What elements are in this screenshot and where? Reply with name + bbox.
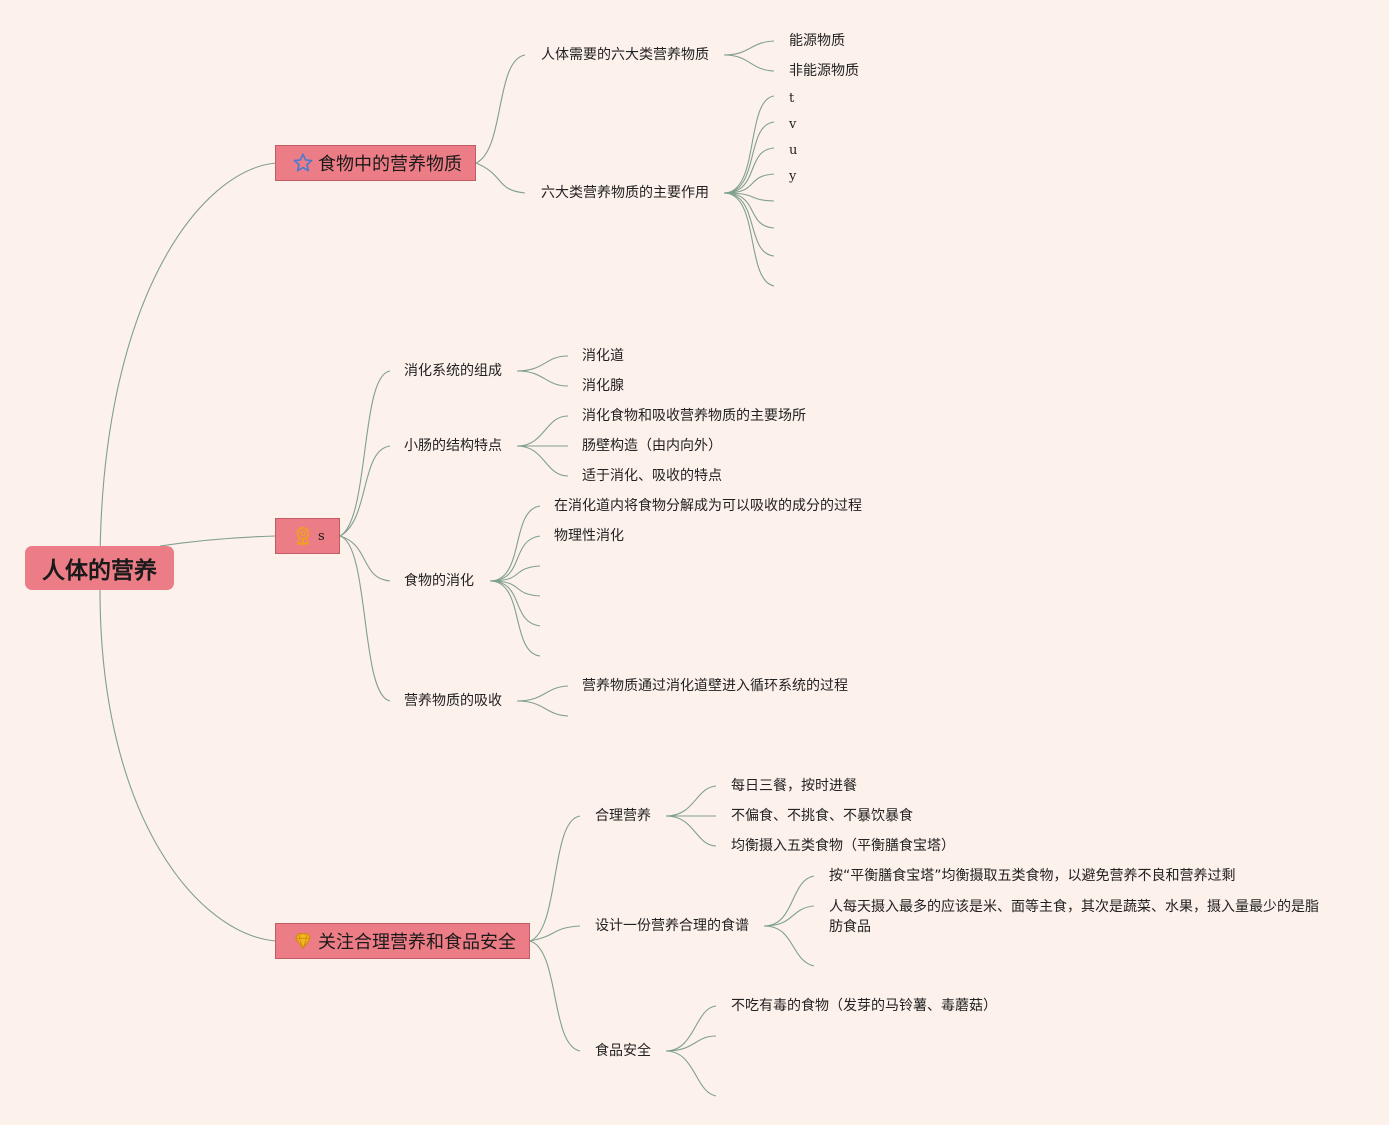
leaf-item[interactable]: 适于消化、吸收的特点	[582, 468, 722, 484]
connector	[529, 815, 581, 942]
leaf-item[interactable]: t	[789, 91, 795, 106]
root-node[interactable]: 人体的营养	[25, 546, 174, 590]
leaf-item[interactable]: 物理性消化	[554, 528, 624, 544]
branch-diet-safety[interactable]: 关注合理营养和食品安全	[275, 923, 530, 959]
connector	[723, 54, 775, 72]
leaf-item[interactable]: 人每天摄入最多的应该是米、面等主食，其次是蔬菜、水果，摄入量最少的是脂肪食品	[829, 899, 1319, 935]
connector	[665, 785, 717, 817]
subtopic-design-recipe[interactable]: 设计一份营养合理的食谱	[595, 918, 749, 934]
subtopic-small-intestine[interactable]: 小肠的结构特点	[404, 438, 502, 454]
subtopic-nutrient-functions[interactable]: 六大类营养物质的主要作用	[541, 185, 709, 201]
subtopic-food-safety[interactable]: 食品安全	[595, 1043, 651, 1059]
connector	[723, 147, 775, 194]
connector	[489, 505, 541, 582]
subtopic-absorption[interactable]: 营养物质的吸收	[404, 693, 502, 709]
leaf-item[interactable]: 肠壁构造（由内向外）	[582, 438, 722, 454]
subtopic-food-digestion[interactable]: 食物的消化	[404, 573, 474, 589]
subtopic-digestive-system[interactable]: 消化系统的组成	[404, 363, 502, 379]
connector	[489, 565, 541, 582]
branch-label: 食物中的营养物质	[318, 154, 462, 175]
star-icon	[293, 153, 313, 172]
connector	[723, 192, 775, 229]
connector	[763, 905, 815, 927]
connector	[489, 580, 541, 597]
ribbon-badge-icon	[296, 526, 310, 546]
connector	[723, 40, 775, 56]
connector	[723, 192, 775, 257]
connector	[516, 370, 569, 387]
connector	[516, 685, 569, 702]
leaf-item[interactable]: 能源物质	[789, 33, 845, 49]
root-label: 人体的营养	[42, 558, 157, 584]
branch-label: s	[318, 528, 325, 544]
leaf-item[interactable]: 每日三餐，按时进餐	[731, 778, 857, 794]
leaf-item[interactable]: u	[789, 143, 798, 158]
leaf-item[interactable]: y	[789, 169, 797, 184]
connector	[665, 1050, 717, 1097]
connector	[516, 355, 569, 372]
leaf-item[interactable]: 消化食物和吸收营养物质的主要场所	[582, 408, 806, 424]
connector	[99, 162, 277, 569]
subtopic-balanced-nutrition[interactable]: 合理营养	[595, 808, 651, 824]
connector	[665, 1005, 717, 1052]
connector	[763, 875, 815, 927]
connector	[723, 192, 775, 202]
connector	[489, 535, 541, 582]
connector	[99, 589, 277, 942]
subtopic-six-nutrients[interactable]: 人体需要的六大类营养物质	[541, 47, 709, 63]
connector	[516, 415, 569, 447]
connector	[723, 173, 775, 194]
branch-digestion[interactable]: s	[275, 518, 340, 554]
connector	[723, 121, 775, 194]
leaf-item[interactable]: 非能源物质	[789, 63, 859, 79]
connector	[339, 535, 391, 582]
connector	[475, 54, 526, 164]
leaf-item[interactable]: 在消化道内将食物分解成为可以吸收的成分的过程	[554, 498, 862, 514]
branch-food-nutrients[interactable]: 食物中的营养物质	[275, 145, 476, 181]
leaf-item[interactable]: 按“平衡膳食宝塔”均衡摄取五类食物，以避免营养不良和营养过剩	[829, 868, 1236, 884]
connector	[763, 925, 815, 967]
connector	[665, 815, 717, 847]
connector	[723, 95, 775, 194]
connector	[339, 445, 391, 537]
connector	[723, 192, 775, 287]
connector	[339, 370, 391, 537]
connector	[475, 162, 526, 194]
leaf-item[interactable]: v	[789, 117, 797, 132]
leaf-item[interactable]: 均衡摄入五类食物（平衡膳食宝塔）	[731, 838, 955, 854]
connector	[529, 925, 581, 942]
leaf-item[interactable]: 不偏食、不挑食、不暴饮暴食	[731, 808, 913, 824]
connector	[516, 445, 569, 477]
diamond-icon	[295, 933, 311, 950]
leaf-item[interactable]: 消化道	[582, 348, 624, 364]
connector	[665, 1035, 717, 1052]
connector	[339, 535, 391, 702]
leaf-item[interactable]: 营养物质通过消化道壁进入循环系统的过程	[582, 678, 848, 694]
connector	[159, 535, 277, 547]
leaf-item[interactable]: 消化腺	[582, 378, 624, 394]
connector	[529, 940, 581, 1052]
leaf-item[interactable]: 不吃有毒的食物（发芽的马铃薯、毒蘑菇）	[731, 998, 997, 1014]
connector	[516, 700, 569, 717]
branch-label: 关注合理营养和食品安全	[318, 932, 516, 953]
connector	[489, 580, 541, 627]
connector	[489, 580, 541, 657]
